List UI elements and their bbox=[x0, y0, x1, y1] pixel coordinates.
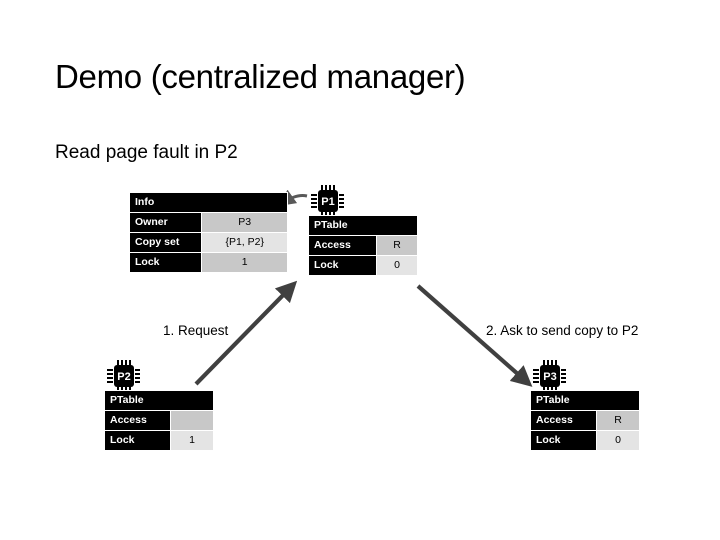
copyset-label: Copy set bbox=[128, 232, 203, 253]
p2-access-value bbox=[170, 410, 214, 431]
p1-access-label: Access bbox=[308, 235, 377, 256]
table-row: Lock 1 bbox=[104, 430, 214, 451]
chip-p2-label: P2 bbox=[117, 371, 130, 383]
owner-value: P3 bbox=[201, 212, 288, 233]
table-row: PTable bbox=[104, 390, 214, 411]
manager-info-table: Info Owner P3 Copy set {P1, P2} Lock 1 bbox=[128, 192, 288, 273]
cpu-chip-icon-p3: P3 bbox=[533, 360, 566, 392]
table-row: Copy set {P1, P2} bbox=[128, 232, 288, 253]
info-table-header: Info bbox=[129, 192, 288, 213]
p2-access-label: Access bbox=[104, 410, 171, 431]
table-row: Lock 0 bbox=[530, 430, 640, 451]
cpu-chip-icon-p1: P1 bbox=[311, 185, 344, 217]
p2-ptable: PTable Access Lock 1 bbox=[104, 390, 214, 451]
table-row: Owner P3 bbox=[128, 212, 288, 233]
table-row: PTable bbox=[530, 390, 640, 411]
lock-value: 1 bbox=[201, 252, 288, 273]
chip-p3-label: P3 bbox=[543, 371, 556, 383]
p3-lock-value: 0 bbox=[596, 430, 640, 451]
chip-p1-label: P1 bbox=[321, 196, 334, 208]
table-row: Access R bbox=[530, 410, 640, 431]
table-row: Lock 0 bbox=[308, 255, 418, 276]
p1-access-value: R bbox=[376, 235, 418, 256]
p3-ptable-header: PTable bbox=[530, 390, 640, 411]
table-row: Lock 1 bbox=[128, 252, 288, 273]
p3-ptable: PTable Access R Lock 0 bbox=[530, 390, 640, 451]
lock-label: Lock bbox=[128, 252, 203, 273]
p3-access-label: Access bbox=[530, 410, 597, 431]
table-row: PTable bbox=[308, 215, 418, 236]
p1-lock-value: 0 bbox=[376, 255, 418, 276]
cpu-chip-icon-p2: P2 bbox=[107, 360, 140, 392]
ask-arrow-label: 2. Ask to send copy to P2 bbox=[486, 323, 639, 338]
owner-label: Owner bbox=[128, 212, 203, 233]
p2-ptable-header: PTable bbox=[104, 390, 214, 411]
p1-ptable-header: PTable bbox=[308, 215, 418, 236]
copyset-value: {P1, P2} bbox=[201, 232, 288, 253]
p3-access-value: R bbox=[596, 410, 640, 431]
p2-lock-label: Lock bbox=[104, 430, 171, 451]
p1-ptable: PTable Access R Lock 0 bbox=[308, 215, 418, 276]
table-row: Info bbox=[129, 192, 288, 213]
table-row: Access R bbox=[308, 235, 418, 256]
request-arrow-label: 1. Request bbox=[163, 323, 229, 338]
page-title: Demo (centralized manager) bbox=[55, 58, 466, 95]
p2-lock-value: 1 bbox=[170, 430, 214, 451]
p1-lock-label: Lock bbox=[308, 255, 377, 276]
p3-lock-label: Lock bbox=[530, 430, 597, 451]
table-row: Access bbox=[104, 410, 214, 431]
page-subtitle: Read page fault in P2 bbox=[55, 142, 238, 163]
